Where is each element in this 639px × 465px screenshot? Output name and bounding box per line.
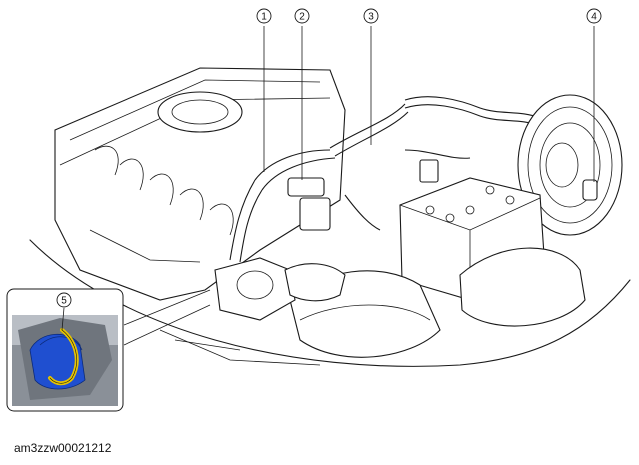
callout-3: 3 (363, 8, 379, 24)
figure-id: am3zzw00021212 (14, 441, 112, 455)
brake-booster (517, 94, 623, 236)
callout-5-label: 5 (61, 296, 67, 307)
callout-1: 1 (256, 8, 272, 24)
vacuum-hose (229, 96, 541, 263)
callout-5: 5 (56, 292, 72, 308)
engine-cover (54, 67, 346, 301)
purge-solenoid (287, 159, 439, 231)
callout-4-label: 4 (591, 12, 597, 23)
leader-lines (123, 26, 595, 346)
callout-3-label: 3 (368, 12, 374, 23)
callout-4: 4 (586, 8, 602, 24)
callout-2: 2 (294, 8, 310, 24)
throttle-body (159, 257, 346, 366)
inset-photo: 5 (6, 288, 124, 412)
callout-2-label: 2 (299, 12, 305, 23)
callout-1-label: 1 (261, 12, 267, 23)
